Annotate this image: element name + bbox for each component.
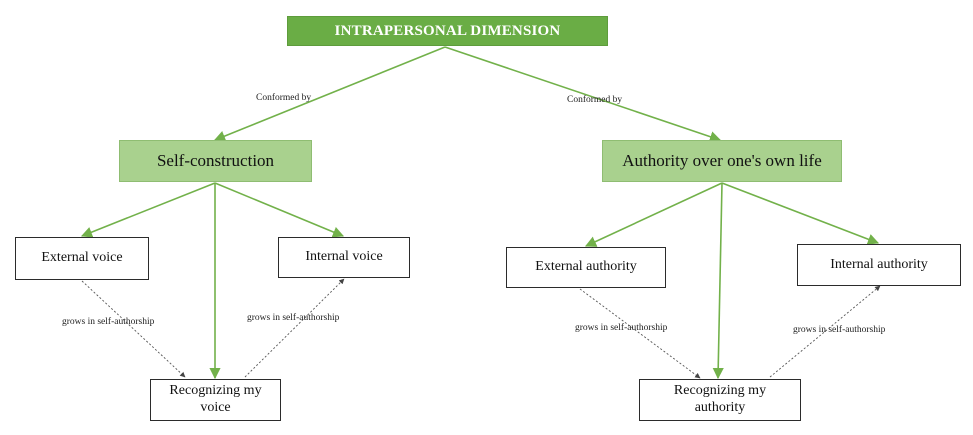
internal-authority-label: Internal authority	[830, 256, 928, 272]
edge-label-grows-3: grows in self-authorship	[575, 323, 668, 333]
edge-authority-to-recognizing-authority	[712, 182, 724, 380]
node-recognizing-my-authority: Recognizing my authority	[639, 379, 801, 421]
dotted-external-authority-to-recognizing	[579, 288, 701, 379]
node-self-construction: Self-construction	[119, 140, 312, 182]
edge-authority-to-external-authority	[584, 182, 723, 247]
edge-self-to-internal-voice	[214, 182, 345, 238]
node-internal-voice: Internal voice	[278, 237, 410, 278]
edge-label-grows-1: grows in self-authorship	[62, 317, 155, 327]
node-authority-over-own-life: Authority over one's own life	[602, 140, 842, 182]
edge-root-to-authority	[444, 46, 722, 143]
node-external-voice: External voice	[15, 237, 149, 280]
root-node-label: INTRAPERSONAL DIMENSION	[334, 23, 561, 39]
edge-root-to-self-construction	[213, 46, 446, 142]
external-authority-label: External authority	[535, 259, 637, 275]
node-internal-authority: Internal authority	[797, 244, 961, 286]
authority-label: Authority over one's own life	[622, 150, 822, 170]
edge-authority-to-internal-authority	[721, 182, 880, 245]
root-node-intrapersonal-dimension: INTRAPERSONAL DIMENSION	[287, 16, 608, 46]
edge-self-to-external-voice	[80, 182, 216, 238]
internal-voice-label: Internal voice	[305, 249, 383, 265]
dotted-external-voice-to-recognizing	[81, 280, 186, 378]
edge-label-grows-4: grows in self-authorship	[793, 325, 886, 335]
edge-label-grows-2: grows in self-authorship	[247, 313, 340, 323]
node-recognizing-my-voice: Recognizing my voice	[150, 379, 281, 421]
node-external-authority: External authority	[506, 247, 666, 288]
external-voice-label: External voice	[41, 250, 123, 266]
recognizing-authority-label: Recognizing my authority	[673, 383, 767, 415]
self-construction-label: Self-construction	[156, 150, 275, 170]
edge-label-conformed-by-left: Conformed by	[256, 93, 312, 103]
recognizing-voice-label: Recognizing my voice	[169, 383, 262, 415]
dotted-recognizing-to-internal-voice	[244, 278, 345, 378]
edge-label-conformed-by-right: Conformed by	[567, 95, 623, 105]
